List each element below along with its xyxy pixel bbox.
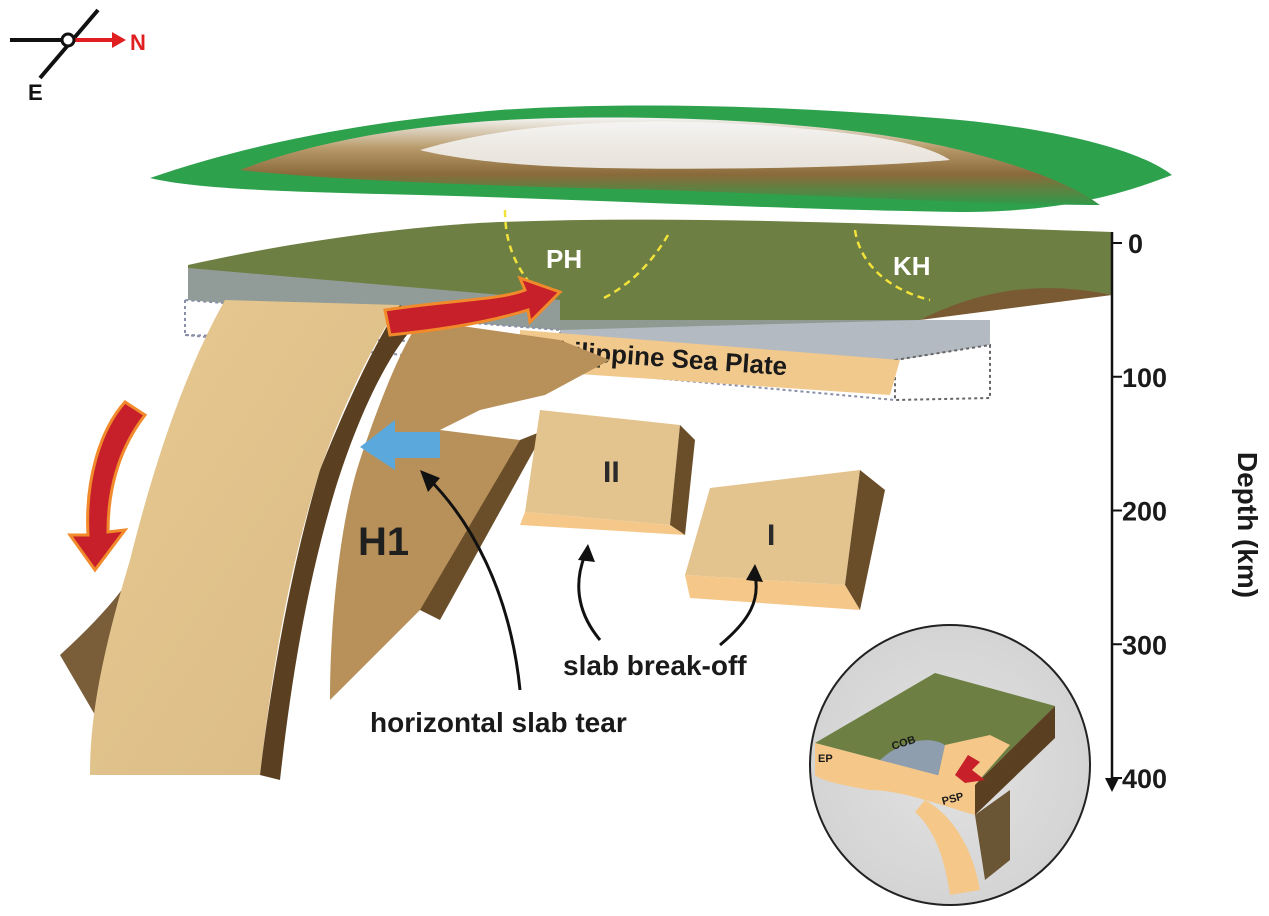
tear-pointer-arrow-icon: [426, 476, 522, 691]
inset-psp-label: PSP: [941, 791, 965, 808]
slab-break-off-label: slab break-off: [563, 650, 747, 681]
depth-tick-label: 300: [1122, 630, 1167, 660]
depth-tick-label: 400: [1122, 764, 1167, 794]
compass: N E: [10, 8, 146, 105]
slab-i: I: [685, 470, 885, 610]
horizontal-slab-tear-label: horizontal slab tear: [370, 707, 627, 738]
tectonic-inset: COB EP PSP: [809, 624, 1091, 906]
ph-label: PH: [546, 244, 582, 274]
blue-tear-arrow-icon: [360, 420, 440, 470]
compass-north-label: N: [130, 30, 146, 55]
inset-ep-label: EP: [818, 753, 833, 765]
depth-axis-title: Depth (km): [1232, 452, 1263, 598]
compass-east-label: E: [28, 80, 43, 105]
depth-axis: Depth (km) 0 100 200 300 400: [1105, 229, 1263, 794]
slab-ii: II: [520, 410, 695, 535]
h1-label: H1: [358, 520, 409, 564]
red-rotation-arrow-icon: [67, 400, 148, 573]
depth-tick-label: 0: [1128, 229, 1143, 259]
subducting-slab: H1: [60, 300, 610, 780]
taiwan-topography: [150, 105, 1172, 212]
slab-ii-label: II: [603, 456, 620, 489]
slab-i-label: I: [767, 519, 775, 552]
depth-tick-label: 200: [1122, 497, 1167, 527]
red-motion-arrow-icon: [383, 275, 563, 337]
inset-arrow-icon: [955, 755, 985, 783]
kh-label: KH: [893, 251, 931, 281]
axis-arrow-icon: [1105, 778, 1119, 792]
breakoff-pointer-arrow-icon: [577, 554, 602, 641]
depth-tick-label: 100: [1122, 363, 1167, 393]
